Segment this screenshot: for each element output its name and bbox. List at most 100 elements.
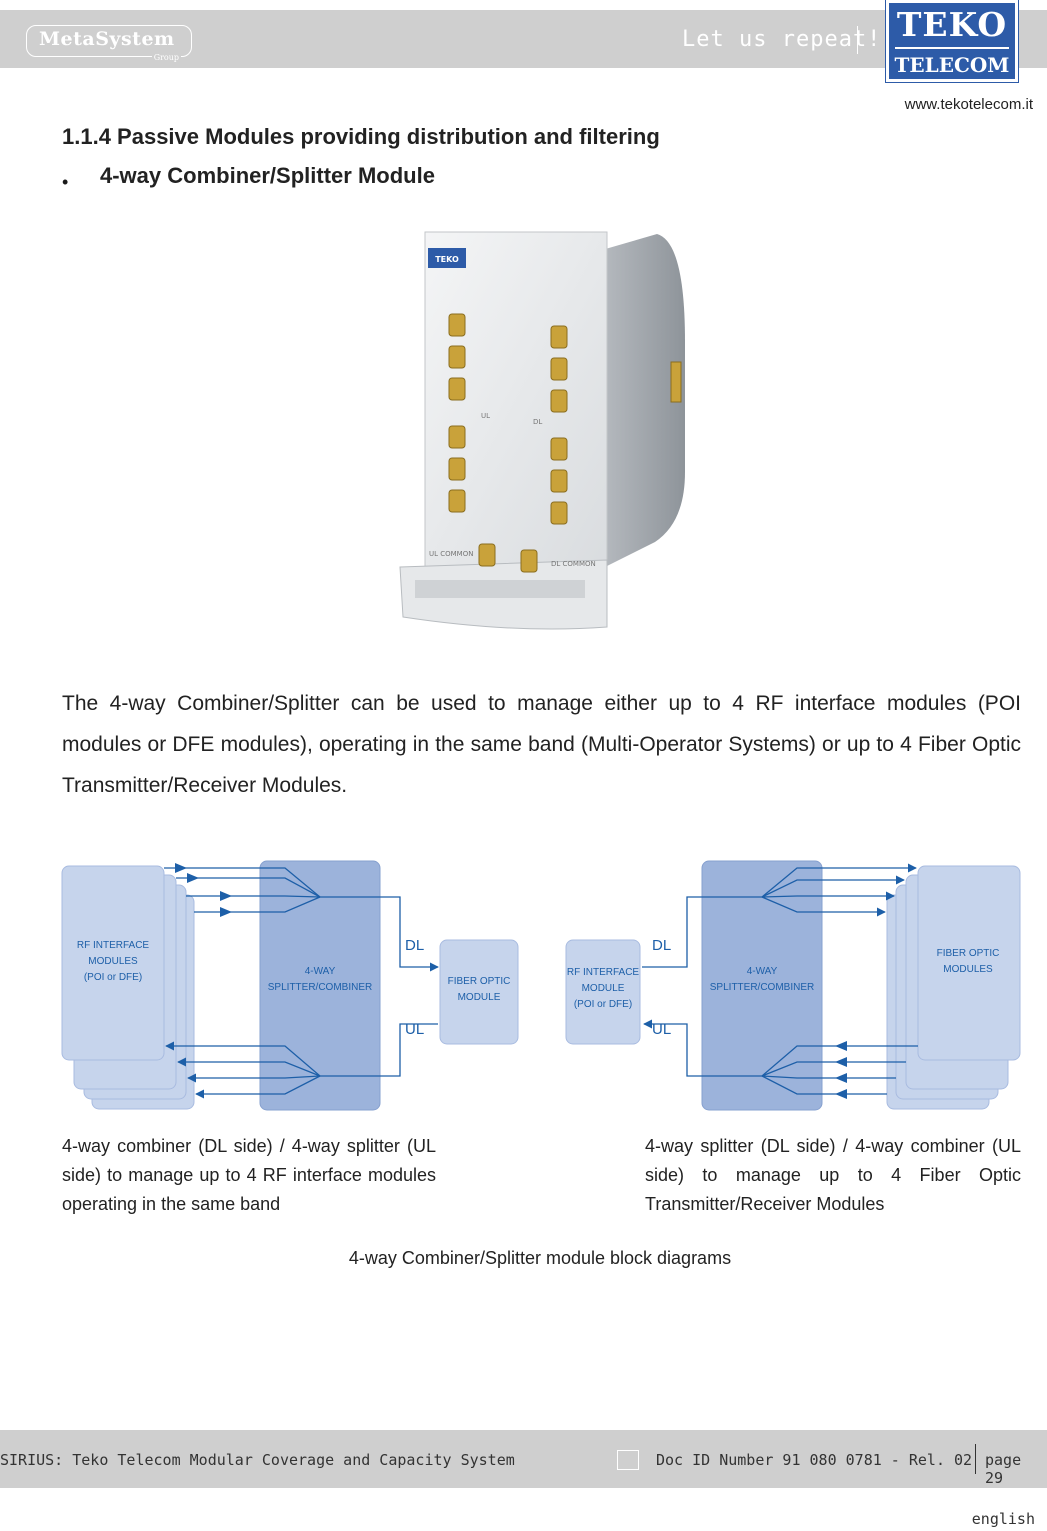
- teko-telecom-logo: TEKO TELECOM: [886, 0, 1018, 82]
- connectors-right: [550, 325, 568, 525]
- left-rf-label-1: RF INTERFACE: [77, 940, 150, 951]
- connectors-left: [448, 313, 466, 513]
- left-dl-line-2: [176, 877, 321, 898]
- right-dl-label: DL: [652, 937, 671, 954]
- photo-teko-badge: [428, 248, 466, 268]
- connector: [448, 345, 466, 369]
- right-splitter-block: [701, 860, 823, 1111]
- product-photo: TEKO UL DL UL COMMON DL COMMON: [399, 231, 685, 630]
- connector: [550, 357, 568, 381]
- footer-language: english: [971, 1510, 1035, 1528]
- photo-label-ul: UL: [481, 412, 490, 420]
- arrow: [835, 1089, 847, 1099]
- footer-bar: [0, 1430, 1047, 1488]
- connector: [550, 389, 568, 413]
- connector: [550, 437, 568, 461]
- connector: [448, 377, 466, 401]
- right-fiber-label-2: MODULES: [943, 964, 993, 975]
- footer-divider: [975, 1444, 976, 1474]
- left-ul-line-3: [187, 1073, 321, 1083]
- right-splitter-label-2: SPLITTER/COMBINER: [710, 982, 814, 993]
- connector: [520, 549, 538, 573]
- connector: [478, 543, 496, 567]
- right-dl-line-4: [761, 896, 886, 917]
- metasystem-logo: MetaSystem Group: [26, 25, 192, 62]
- fiber-module-stack-1: [917, 865, 1021, 1061]
- left-diagram: RF INTERFACE MODULES (POI or DFE) 4-WAY …: [61, 860, 519, 1111]
- connector: [550, 501, 568, 525]
- photo-label-dl-common: DL COMMON: [551, 560, 596, 568]
- left-ul-line-1: [165, 1023, 438, 1077]
- arrow: [220, 907, 232, 917]
- left-ul-line-4: [195, 1075, 321, 1099]
- footer-doc-id: Doc ID Number 91 080 0781 - Rel. 02: [656, 1451, 973, 1469]
- left-dl-line-3: [186, 895, 321, 898]
- section-heading: 1.1.4 Passive Modules providing distribu…: [62, 124, 660, 149]
- footer-title: SIRIUS: Teko Telecom Modular Coverage an…: [0, 1451, 515, 1469]
- side-connector: [670, 361, 682, 403]
- left-fiber-label-2: MODULE: [458, 992, 501, 1003]
- left-rf-label-3: (POI or DFE): [84, 972, 142, 983]
- sub-heading: 4-way Combiner/Splitter Module: [100, 163, 435, 188]
- connector: [448, 457, 466, 481]
- photo-teko-badge-text: TEKO: [435, 255, 459, 264]
- left-fiber-label-1: FIBER OPTIC: [448, 976, 511, 987]
- figure-caption: 4-way Combiner/Splitter module block dia…: [348, 1248, 732, 1268]
- module-side-panel: [595, 234, 685, 567]
- teko-logo-line: [895, 47, 1009, 49]
- connectors-common: [478, 543, 538, 573]
- connector: [448, 313, 466, 337]
- caption-left: 4-way combiner (DL side) / 4-way splitte…: [62, 1136, 436, 1214]
- connector: [550, 325, 568, 349]
- arrow: [835, 1057, 847, 1067]
- right-ul-lines: [643, 1019, 918, 1095]
- right-dl-line-2: [761, 875, 905, 898]
- right-ul-label: UL: [652, 1021, 671, 1038]
- left-splitter-label-1: 4-WAY: [305, 966, 336, 977]
- body-paragraph: The 4-way Combiner/Splitter can be used …: [62, 692, 1021, 797]
- connector: [448, 425, 466, 449]
- right-rf-label-3: (POI or DFE): [574, 999, 632, 1010]
- right-rf-label-1: RF INTERFACE: [567, 967, 640, 978]
- connector: [448, 489, 466, 513]
- teko-logo-top: TEKO: [896, 5, 1008, 44]
- left-ul-line-2: [177, 1057, 321, 1077]
- right-dl-line-3: [761, 891, 895, 901]
- right-ul-arrows: [835, 1041, 847, 1099]
- right-dl-lines: [642, 863, 917, 968]
- left-dl-label: DL: [405, 937, 424, 954]
- left-splitter-label-2: SPLITTER/COMBINER: [268, 982, 372, 993]
- right-ul-line-4: [761, 1075, 887, 1095]
- left-dl-line-1: [164, 867, 439, 972]
- left-fiber-module: [439, 939, 519, 1045]
- arrow: [175, 863, 187, 873]
- rf-module-stack-1: [61, 865, 165, 1061]
- website-link[interactable]: www.tekotelecom.it: [904, 96, 1033, 113]
- left-splitter-block: [259, 860, 381, 1111]
- metasystem-logo-sub: Group: [151, 53, 181, 62]
- left-ul-lines: [165, 1023, 438, 1099]
- module-base-slot: [415, 580, 585, 598]
- metasystem-logo-text: MetaSystem: [39, 28, 175, 50]
- right-dl-line-1: [642, 863, 917, 968]
- teko-logo-bottom: TELECOM: [894, 53, 1010, 77]
- right-ul-line-3: [761, 1075, 896, 1079]
- left-dl-arrows: [175, 863, 232, 917]
- arrow: [835, 1041, 847, 1051]
- block-diagrams: RF INTERFACE MODULES (POI or DFE) 4-WAY …: [61, 860, 1021, 1111]
- arrow: [187, 873, 199, 883]
- right-splitter-label-1: 4-WAY: [747, 966, 778, 977]
- caption-right: 4-way splitter (DL side) / 4-way combine…: [645, 1136, 1021, 1214]
- module-front-panel: [424, 231, 608, 573]
- arrow: [220, 891, 232, 901]
- footer-page-number: page 29: [985, 1451, 1022, 1487]
- arrow: [835, 1073, 847, 1083]
- header-divider: [857, 26, 858, 54]
- right-diagram: RF INTERFACE MODULE (POI or DFE) 4-WAY S…: [565, 860, 1021, 1111]
- bullet-marker: •: [62, 172, 69, 192]
- right-fiber-label-1: FIBER OPTIC: [937, 948, 1000, 959]
- right-rf-label-2: MODULE: [582, 983, 625, 994]
- right-ul-line-1: [643, 1019, 918, 1077]
- photo-label-dl: DL: [533, 418, 542, 426]
- right-rf-module: [565, 939, 641, 1045]
